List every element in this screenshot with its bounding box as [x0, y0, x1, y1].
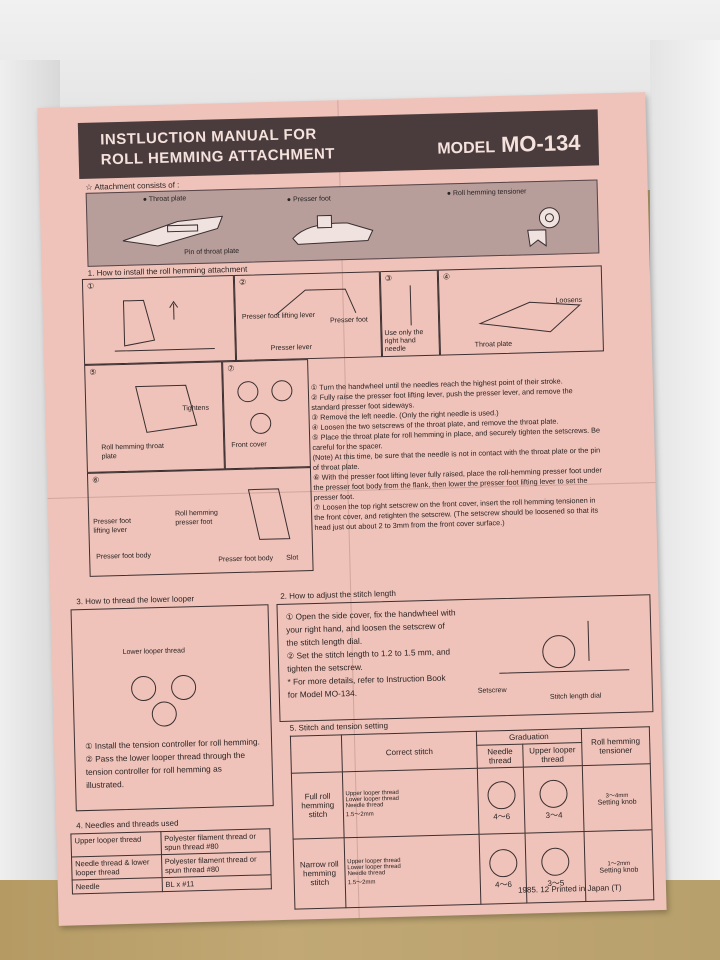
header-correct-stitch: Correct stitch [341, 731, 478, 772]
label-setscrew: Setscrew [477, 687, 507, 695]
figure-number: ① [86, 281, 95, 291]
stitch-dial-illustration [499, 620, 630, 674]
label-front-cover: Front cover [231, 441, 267, 450]
stitch-diagram-cell: Upper looper thread Lower looper thread … [342, 768, 480, 838]
instruction-sheet: INSTLUCTION MANUAL FOR ROLL HEMMING ATTA… [37, 92, 667, 926]
dial-icon [539, 779, 568, 809]
needles-threads-table: Upper looper thread Polyester filament t… [70, 828, 272, 894]
label-roll-hemming-presser-foot: Roll hemming presser foot [174, 509, 218, 527]
needle-value: 4～6 [493, 811, 511, 822]
install-step-7: ⑦ Loosen the top right setscrew on the f… [313, 495, 599, 532]
label-presser-foot-body-2: Presser foot body [218, 555, 274, 564]
section4-title: 4. Needles and threads used [76, 818, 179, 831]
cell-label: Needle [72, 877, 163, 894]
section3-step-2: ② Pass the lower looper thread through t… [85, 749, 246, 791]
install-steps: ① Turn the handwheel until the needles r… [311, 375, 605, 533]
needle-illustration [409, 285, 412, 326]
section3-title: 3. How to thread the lower looper [76, 594, 195, 607]
dial-icon [486, 780, 516, 810]
section3-panel: Lower looper thread ① Install the tensio… [70, 604, 274, 812]
item-throat-plate: ● Throat plate [142, 195, 187, 204]
section2-note: * For more details, refer to Instruction… [287, 672, 446, 700]
machine-head-illustration [135, 384, 198, 433]
throat-plate-removal-illustration [478, 301, 581, 333]
dial-icon [488, 848, 518, 878]
figure-2: ② Presser foot lifting lever Presser foo… [233, 271, 383, 361]
model-number: MO-134 [500, 129, 581, 157]
model-label: MODEL [437, 139, 496, 158]
figure-number: ② [238, 277, 247, 287]
title-line-2: ROLL HEMMING ATTACHMENT [100, 145, 336, 169]
label-stitch-length-dial: Stitch length dial [549, 692, 602, 701]
label-roll-hemming-throat-plate: Roll hemming throat plate [101, 442, 165, 461]
table-row: Full roll hemming stitch Upper looper th… [291, 763, 652, 840]
figure-5: ⑤ Tightens Roll hemming throat plate [84, 361, 225, 473]
manual-header: INSTLUCTION MANUAL FOR ROLL HEMMING ATTA… [77, 109, 600, 180]
tensioner-cell: 3～4mm Setting knob [582, 763, 652, 832]
label-slot: Slot [286, 554, 299, 562]
stitch-diagram-cell: Upper looper thread Lower looper thread … [344, 834, 481, 908]
throat-plate-illustration [122, 215, 224, 247]
corner-cell [290, 734, 343, 774]
row-label: Narrow roll hemming stitch [293, 837, 346, 910]
section3-steps: ① Install the tension controller for rol… [85, 735, 262, 792]
header-roll-hemming-tensioner: Roll hemming tensioner [581, 726, 651, 766]
figure-number: ③ [384, 273, 393, 284]
looper-dials-illustration [131, 674, 197, 727]
figure-1: ① [81, 275, 237, 365]
label-right-needle: Use only the right hand needle [384, 329, 424, 354]
presser-illustration [275, 288, 357, 316]
dial-icon [540, 847, 570, 877]
table-row: Narrow roll hemming stitch Upper looper … [293, 829, 654, 910]
section5-title: 5. Stitch and tension setting [289, 721, 389, 733]
label-presser-foot-body: Presser foot body [96, 552, 152, 561]
setting-knob-label: Setting knob [599, 866, 639, 875]
figure-number: ⑥ [92, 475, 100, 485]
figure-7: ⑦ Front cover [222, 359, 311, 470]
figure-3: ③ Use only the right hand needle [379, 269, 441, 358]
label-presser-lever: Presser lever [270, 343, 313, 353]
machine-illustration [114, 299, 215, 352]
label-presser-foot-lifting-lever-6: Presser foot lifting lever [93, 517, 132, 535]
figure-number: ⑦ [227, 364, 235, 374]
label-lower-looper-thread: Lower looper thread [122, 647, 186, 657]
figure-6: ⑥ Presser foot lifting lever Roll hemmin… [86, 467, 314, 577]
section2-step-1: ① Open the side cover, fix the handwheel… [285, 607, 456, 648]
figure-number: ⑤ [89, 367, 97, 377]
header-upper-looper-thread: Upper looper thread [522, 742, 583, 768]
section2-panel: ① Open the side cover, fix the handwheel… [276, 594, 654, 722]
cell-value: Polyester filament thread or spun thread… [160, 828, 271, 855]
section2-steps: ① Open the side cover, fix the handwheel… [286, 606, 458, 701]
figure-number: ④ [442, 272, 451, 282]
cell-label: Needle thread & lower looper thread [71, 854, 162, 880]
cell-value: Polyester filament thread or spun thread… [161, 851, 272, 878]
presser-foot-body-illustration [247, 488, 291, 540]
figure-4: ④ Loosens Throat plate [437, 265, 604, 356]
cell-label: Upper looper thread [70, 831, 162, 857]
presser-foot-illustration [292, 214, 374, 245]
stitch-tension-table: Correct stitch Graduation Roll hemming t… [290, 726, 654, 910]
section2-title: 2. How to adjust the stitch length [280, 588, 396, 601]
looper-value: 3～4 [545, 810, 563, 821]
setting-knob-label: Setting knob [597, 798, 637, 807]
needle-graduation: 4～6 [477, 767, 526, 835]
item-tensioner: ● Roll hemming tensioner [446, 188, 527, 198]
tensioner-illustration [527, 207, 560, 248]
dial-cover-illustration [237, 380, 293, 434]
cell-value: BL x #11 [161, 874, 272, 892]
row-label: Full roll hemming stitch [291, 771, 345, 840]
item-presser-foot: ● Presser foot [286, 195, 331, 204]
attachments-panel: ● Throat plate ● Presser foot ● Roll hem… [85, 179, 600, 267]
header-needle-thread: Needle thread [476, 744, 524, 769]
label-throat-plate: Throat plate [474, 340, 513, 349]
title-line-1: INSTLUCTION MANUAL FOR [100, 125, 317, 149]
looper-graduation: 3～4 [523, 765, 584, 834]
